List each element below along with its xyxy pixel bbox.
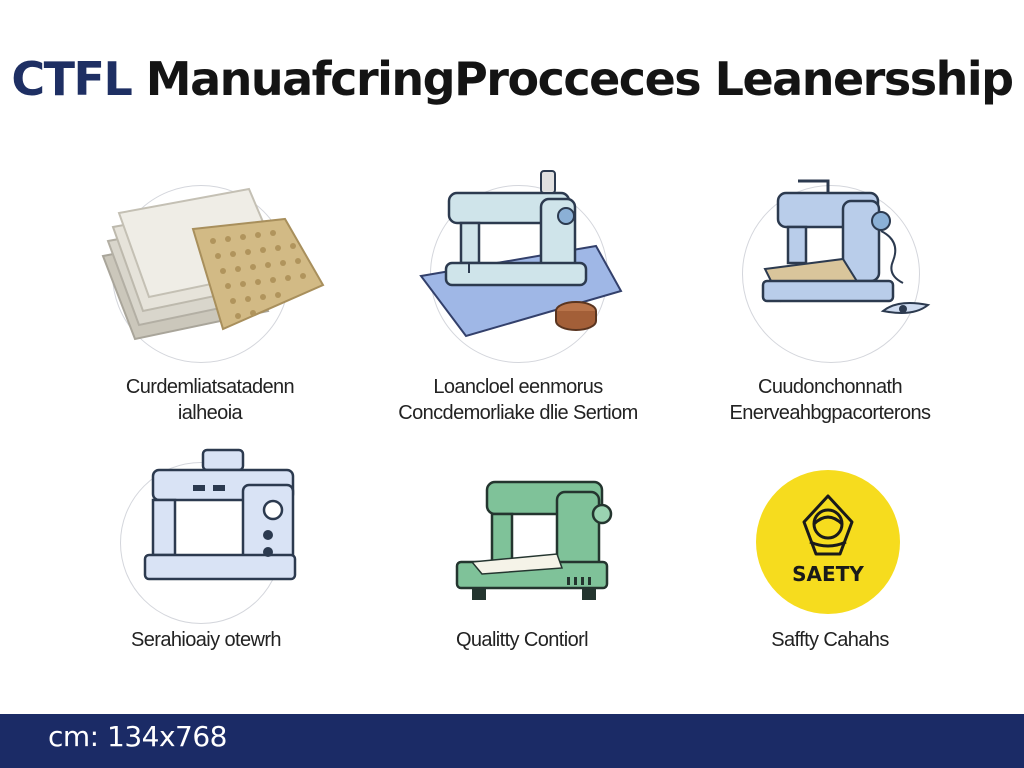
tile-safety-caption-1: Saffty Cahahs (771, 629, 889, 651)
tile-fabric-circle (101, 185, 325, 363)
footer-label: cm: 134x768 (48, 720, 227, 753)
sewing-machine-outline-icon (143, 448, 297, 581)
sewing-machine-fabric-icon (761, 179, 931, 314)
safety-helmet-icon (802, 494, 854, 556)
tile-machine-outline-circle (120, 448, 297, 624)
title-prefix: CTFL (11, 52, 132, 106)
tile-fabric-caption-2: ialheoia (177, 402, 243, 424)
tile-sewing-mat-circle (419, 170, 623, 363)
fabric-stack-icon (101, 187, 325, 341)
tile-sewing-fabric-caption-2: Enerveahbgpacorterons (729, 402, 931, 424)
tile-sewing-fabric-circle (742, 179, 931, 363)
tile-green-machine-caption-1: Qualitty Contiorl (455, 629, 589, 651)
safety-badge-text: SAETY (792, 562, 864, 586)
tile-machine-outline-caption-1: Serahioaiy otewrh (131, 629, 281, 651)
tile-fabric-caption-1: Curdemliatsatadenn (125, 376, 295, 398)
title-text: ManuafcringProcceces Leanersship (131, 52, 1014, 106)
safety-badge-icon: SAETY (756, 470, 900, 614)
tile-sewing-fabric-caption-1: Cuudonchonnath (758, 376, 903, 398)
tile-sewing-mat-caption-1: Loancloel eenmorus (433, 376, 603, 398)
sewing-machine-mat-icon (419, 170, 623, 338)
footer-bar: cm: 134x768 (0, 714, 1024, 768)
green-sewing-machine-icon (455, 480, 613, 600)
tile-sewing-mat-caption-2: Concdemorliake dlie Sertiom (398, 402, 638, 424)
page-title: CTFL ManuafcringProcceces Leanersship (0, 52, 1024, 106)
